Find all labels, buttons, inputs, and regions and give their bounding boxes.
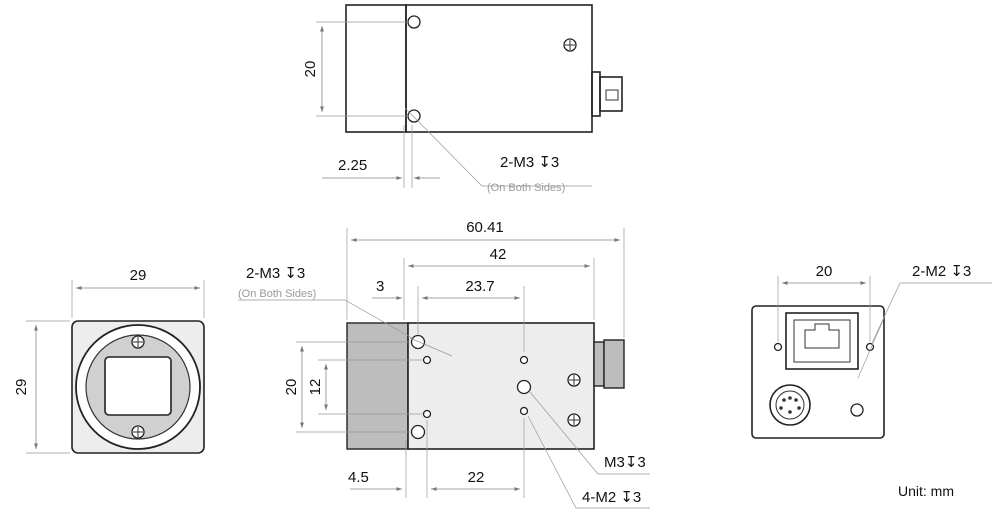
side-view-small-hole-2 bbox=[422, 409, 432, 419]
side-view-screw-icon-lower bbox=[567, 413, 581, 427]
side-view-screw-callout-left-note: (On Both Sides) bbox=[238, 288, 316, 300]
front-view-sensor-window bbox=[104, 356, 172, 416]
side-view-small-hole-1 bbox=[422, 355, 432, 365]
side-view-body bbox=[407, 322, 595, 450]
top-view-height-dim-label: 20 bbox=[302, 61, 319, 78]
top-view-screw-hole-lower bbox=[407, 109, 421, 123]
side-view-m3-callout: M3↧3 bbox=[604, 454, 646, 471]
top-view-screw-callout-note: (On Both Sides) bbox=[487, 182, 565, 194]
rear-view-holes-width-label: 20 bbox=[816, 263, 833, 280]
rear-view-body bbox=[751, 305, 885, 439]
side-view-front-offset-label: 3 bbox=[376, 278, 384, 295]
side-view-holes-span-label: 23.7 bbox=[465, 278, 494, 295]
top-view-screw-callout: 2-M3 ↧3 bbox=[500, 154, 559, 171]
top-view-body bbox=[405, 4, 593, 133]
top-view-screw-hole-upper bbox=[407, 15, 421, 29]
rear-view-m2-hole-left bbox=[773, 342, 783, 352]
front-view-width-dim-label: 29 bbox=[130, 267, 147, 284]
top-view-offset-dim-label: 2.25 bbox=[338, 157, 367, 174]
side-view-total-length-label: 60.41 bbox=[466, 219, 504, 236]
side-view-screw-callout-left: 2-M3 ↧3 bbox=[246, 265, 305, 282]
rear-view-screw-callout: 2-M2 ↧3 bbox=[912, 263, 971, 280]
side-view-connector bbox=[593, 339, 625, 389]
side-view-m3-hole-upper bbox=[410, 334, 426, 350]
side-view-m3-hole-lower bbox=[410, 424, 426, 440]
top-view-rear-screw-icon bbox=[563, 38, 577, 52]
side-view-m3-hole-center bbox=[516, 379, 532, 395]
side-view-screw-icon-upper bbox=[567, 373, 581, 387]
top-view: 20 2.25 2-M3 ↧3 (On Both Sides) bbox=[302, 4, 623, 194]
rear-view: 20 2-M2 ↧3 bbox=[751, 263, 992, 439]
side-view-bottom-span-label: 22 bbox=[468, 469, 485, 486]
status-led-icon bbox=[850, 403, 864, 417]
side-view: 60.41 42 3 23.7 20 12 4.5 22 2-M3 ↧3 bbox=[238, 219, 650, 509]
side-view-small-hole-4 bbox=[519, 406, 529, 416]
side-view-m2-callout: 4-M2 ↧3 bbox=[582, 489, 641, 506]
ethernet-port-icon bbox=[785, 312, 859, 370]
side-view-vertical-outer-label: 20 bbox=[283, 379, 300, 396]
side-view-bottom-offset-label: 4.5 bbox=[348, 469, 369, 486]
side-view-body-length-label: 42 bbox=[490, 246, 507, 263]
front-view-screw-icon-top bbox=[131, 335, 145, 349]
power-connector-icon bbox=[769, 384, 811, 426]
top-view-lens-mount bbox=[345, 4, 407, 133]
front-view-height-dim-label: 29 bbox=[13, 379, 30, 396]
side-view-lens-mount bbox=[346, 322, 409, 450]
side-view-small-hole-3 bbox=[519, 355, 529, 365]
front-view-screw-icon-bottom bbox=[131, 425, 145, 439]
top-view-connector bbox=[591, 71, 623, 117]
front-view: 29 29 bbox=[13, 267, 205, 454]
side-view-vertical-inner-label: 12 bbox=[307, 379, 324, 396]
unit-label: Unit: mm bbox=[898, 483, 954, 499]
